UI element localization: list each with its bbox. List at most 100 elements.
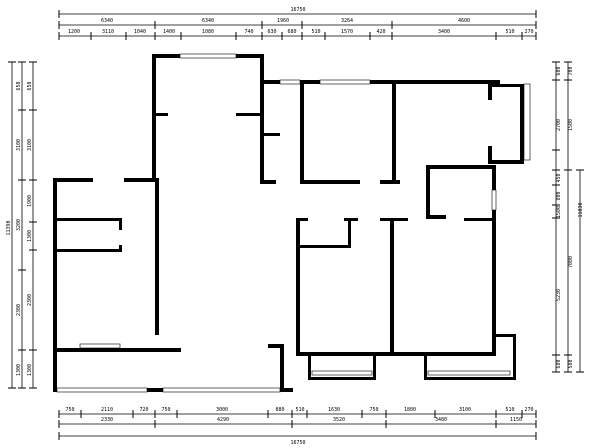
- wall-segment: [520, 84, 524, 164]
- bottom-row1-label: 880: [275, 407, 284, 413]
- bottom-dimensions: 750 2110 720 750 3000 880 510 1630 750 1…: [58, 407, 537, 446]
- wall-segment: [492, 165, 496, 355]
- bottom-row1-label: 510: [295, 407, 304, 413]
- wall-segment: [296, 352, 496, 356]
- top-row2-label: 1040: [134, 29, 146, 35]
- bottom-row1-label: 2110: [101, 407, 113, 413]
- wall-segment: [492, 160, 524, 164]
- wall-segment: [260, 84, 264, 184]
- wall-segment: [57, 218, 119, 221]
- top-overall-label: 16750: [290, 7, 305, 13]
- right-inner-label: 7000: [568, 256, 574, 268]
- right-outer-label: 450: [556, 173, 562, 182]
- wall-segment: [392, 84, 396, 184]
- right-outer-label: 5230: [556, 289, 562, 301]
- left-outer-label: 650: [16, 81, 22, 90]
- wall-segment: [492, 84, 524, 87]
- left-inner-label: 1300: [27, 364, 33, 376]
- wall-segment: [513, 334, 516, 380]
- left-outer-label: 2300: [16, 304, 22, 316]
- bottom-row1-label: 720: [139, 407, 148, 413]
- top-row2-label: 510: [311, 29, 320, 35]
- wall-segment: [308, 356, 311, 380]
- wall-segment: [119, 245, 122, 252]
- bottom-row1-label: 750: [369, 407, 378, 413]
- window-bottom-left: [79, 343, 121, 349]
- wall-segment: [390, 218, 394, 356]
- top-row2-label: 510: [505, 29, 514, 35]
- wall-segment: [264, 133, 280, 136]
- window-bottom-long2: [162, 387, 281, 393]
- bottom-overall-label: 16750: [290, 440, 305, 446]
- left-inner-label: 1300: [27, 230, 33, 242]
- top-row1-label: 3264: [341, 18, 353, 24]
- wall-segment: [373, 356, 376, 380]
- right-inner-ticks: [564, 61, 572, 373]
- right-inner-label: 580: [568, 359, 574, 368]
- bottom-row2-label: 3480: [435, 417, 447, 423]
- top-row2-label: 1200: [68, 29, 80, 35]
- wall-segment: [268, 344, 284, 348]
- left-inner-label: 1900: [27, 195, 33, 207]
- wall-segment: [53, 178, 57, 390]
- top-row1-label: 6340: [202, 18, 214, 24]
- right-outer-label: 800: [556, 191, 562, 200]
- wall-segment: [394, 218, 408, 221]
- bottom-row1-label: 1800: [404, 407, 416, 413]
- wall-segment: [380, 180, 400, 184]
- window-top-room2: [319, 79, 371, 85]
- wall-segment: [300, 84, 304, 184]
- left-outer-label: 3200: [16, 219, 22, 231]
- wall-segment: [348, 218, 351, 248]
- top-row1-label: 4600: [458, 18, 470, 24]
- top-row1-ticks: [58, 21, 537, 29]
- right-outer-ticks: [552, 61, 560, 373]
- wall-segment: [155, 178, 159, 335]
- bottom-row1-label: 750: [161, 407, 170, 413]
- top-row2-label: 680: [287, 29, 296, 35]
- right-inner-label: 700: [568, 66, 574, 75]
- top-dimensions: 16750 6340 6340 1960 3264 4600: [58, 7, 537, 40]
- wall-segment: [488, 146, 492, 164]
- window-top-mid: [279, 79, 301, 85]
- wall-segment: [236, 113, 260, 116]
- top-row2-label: 3110: [102, 29, 114, 35]
- bottom-row2-label: 1150: [510, 417, 522, 423]
- window-top-left: [179, 53, 237, 59]
- wall-segment: [124, 178, 159, 182]
- right-outer-label: 600: [556, 66, 562, 75]
- left-inner-ticks: [29, 61, 37, 389]
- top-row1-label: 6340: [101, 18, 113, 24]
- top-row2-label: 420: [376, 29, 385, 35]
- window-balcony-1: [311, 370, 373, 376]
- bottom-row1-label: 3000: [216, 407, 228, 413]
- top-row1-label: 1960: [277, 18, 289, 24]
- window-right-closet: [491, 189, 497, 211]
- bottom-row2-label: 3520: [333, 417, 345, 423]
- right-dimensions: 600 2700 450 800 1500 5230 680 700 1500 …: [552, 61, 584, 373]
- bottom-row1-ticks: [58, 410, 537, 418]
- bottom-row1-label: 750: [65, 407, 74, 413]
- wall-segment: [488, 84, 492, 100]
- wall-segment: [426, 165, 430, 219]
- wall-segment: [280, 344, 284, 392]
- wall-segment: [260, 54, 264, 80]
- top-row2-label: 270: [524, 29, 533, 35]
- wall-segment: [296, 218, 300, 356]
- window-right-bay: [523, 83, 531, 161]
- windows: [56, 53, 531, 393]
- wall-segment: [53, 178, 93, 182]
- wall-segment: [424, 356, 427, 380]
- right-outer-label: 680: [556, 359, 562, 368]
- wall-segment: [296, 218, 308, 221]
- left-inner-label: 2300: [27, 294, 33, 306]
- wall-segment: [119, 218, 122, 230]
- wall-segment: [430, 215, 446, 219]
- right-inner-label: 1500: [568, 119, 574, 131]
- left-outer-label: 3100: [16, 139, 22, 151]
- wall-segment: [380, 218, 394, 221]
- top-row2-label: 1400: [163, 29, 175, 35]
- wall-segment: [53, 348, 181, 352]
